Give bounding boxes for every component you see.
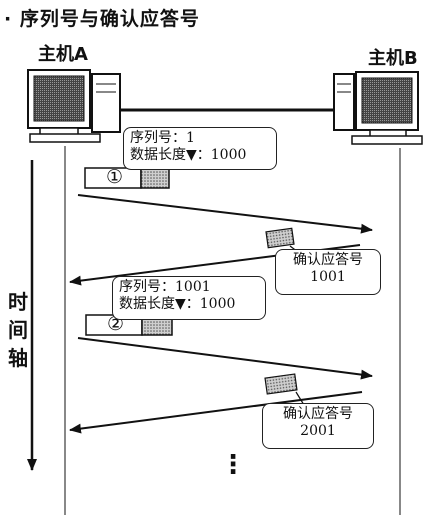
continuation-dots: ⋮ [220, 450, 246, 480]
ack-1-packet [265, 227, 295, 249]
time-axis-label: 时 间 轴 [6, 288, 30, 372]
host-b-computer-icon [333, 71, 423, 145]
sequence-number-label: 序列号：1001 [119, 279, 211, 295]
ack-number-value: 2001 [300, 423, 336, 439]
time-axis-char: 轴 [8, 346, 28, 370]
segment-1-packet [84, 167, 170, 189]
segment-1-marker: ① [106, 166, 124, 188]
diagram-title: · 序列号与确认应答号 [4, 8, 200, 30]
host-b-label: 主机B [368, 48, 418, 69]
ack-number-label: 确认应答号 [293, 252, 363, 268]
segment-2-callout: 序列号：1001 数据长度▼：1000 [112, 276, 266, 320]
send-arrow-2 [77, 337, 373, 380]
data-length-label: 数据长度▼：1000 [130, 147, 247, 163]
time-axis-char: 时 [8, 290, 28, 314]
host-a-label: 主机A [38, 44, 88, 65]
send-arrow-1 [77, 194, 373, 234]
data-length-label: 数据长度▼：1000 [119, 296, 236, 312]
sequence-number-label: 序列号：1 [130, 130, 195, 146]
ack-2-callout: 确认应答号 2001 [262, 403, 374, 449]
time-axis-char: 间 [8, 318, 28, 342]
ack-1-callout: 确认应答号 1001 [275, 249, 381, 295]
ack-arrow-2 [69, 391, 363, 434]
callout-pointer [295, 391, 305, 406]
segment-1-callout: 序列号：1 数据长度▼：1000 [123, 127, 277, 170]
ack-number-value: 1001 [310, 269, 346, 285]
host-a-computer-icon [27, 69, 121, 143]
ack-2-packet [264, 373, 298, 395]
ack-number-label: 确认应答号 [283, 406, 353, 422]
